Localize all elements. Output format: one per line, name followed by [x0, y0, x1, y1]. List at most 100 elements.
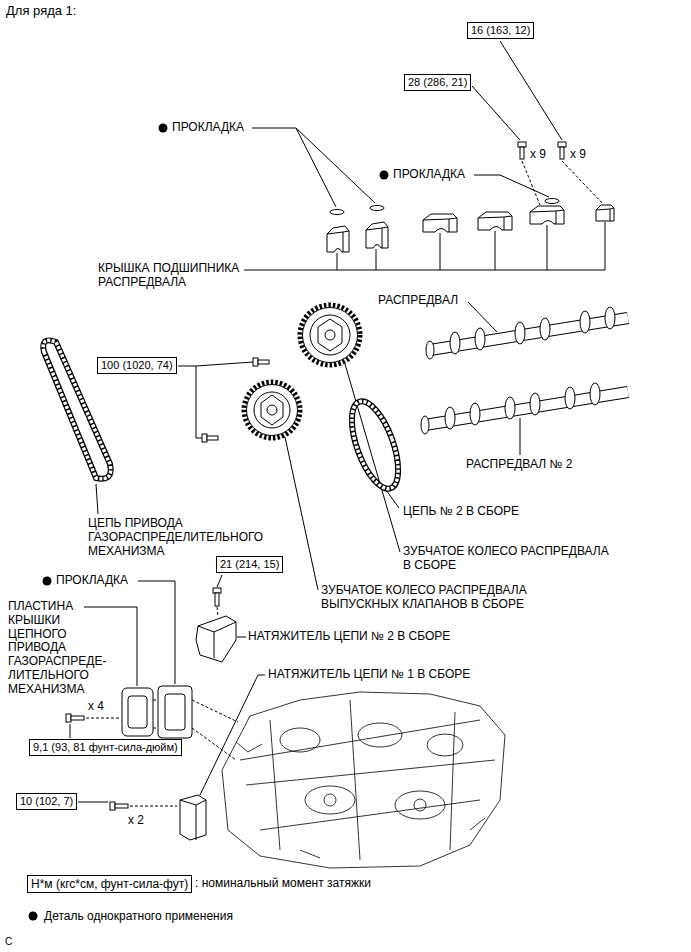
part-name: РАСПРЕДВАЛ	[378, 294, 458, 308]
chain-no2	[342, 396, 407, 495]
leader-line	[468, 302, 497, 332]
leader-line	[70, 41, 605, 802]
part-name: ЗУБЧАТОЕ КОЛЕСО РАСПРЕДВАЛА В СБОРЕ	[403, 545, 617, 573]
exhaust-camshaft-sprocket	[267, 405, 277, 415]
camshaft	[450, 332, 460, 354]
bolt	[258, 360, 269, 364]
chain-tensioner-no2	[196, 616, 236, 662]
quantity: x 2	[128, 814, 144, 828]
camshaft	[470, 403, 480, 425]
leader-line	[500, 41, 562, 140]
gasket	[330, 210, 344, 215]
once-only-bullet	[159, 124, 168, 133]
part-name: РАСПРЕДВАЛ № 2	[466, 458, 572, 472]
torque-value: 21 (214, 15)	[220, 558, 279, 570]
bolt	[110, 802, 115, 810]
torque-value: 28 (286, 21)	[408, 76, 467, 88]
cylinder-head	[414, 799, 426, 811]
leader-line	[520, 418, 521, 455]
leader-line	[285, 437, 318, 590]
torque-value: 16 (163, 12)	[471, 24, 530, 36]
part-name: ПРОКЛАДКА	[172, 121, 244, 135]
torque-box: 16 (163, 12)	[467, 22, 534, 39]
part-name: ПРОКЛАДКА	[393, 168, 465, 182]
dashed-line	[522, 161, 540, 205]
cylinder-head	[395, 791, 445, 819]
gasket	[370, 206, 384, 211]
leader-line	[178, 362, 253, 438]
camshaft	[530, 393, 540, 415]
cylinder-head	[427, 734, 463, 756]
camshaft-bearing-cap	[478, 212, 512, 230]
exhaust-camshaft-sprocket	[254, 392, 290, 428]
camshaft-bearing-cap	[478, 216, 512, 230]
camshaft-bearing-cap	[478, 212, 512, 230]
torque-value: 10 (102, 7)	[20, 795, 73, 807]
bolt	[66, 142, 566, 810]
dashed-line	[562, 161, 603, 204]
camshaft	[540, 318, 550, 340]
part-name: ЦЕПЬ ПРИВОДА ГАЗОРАСПРЕДЕЛИТЕЛЬНОГО МЕХА…	[88, 517, 283, 558]
cylinder-head	[240, 700, 495, 860]
camshaft-bearing-cap	[530, 206, 564, 224]
part-name: НАТЯЖИТЕЛЬ ЦЕПИ № 2 В СБОРЕ	[248, 630, 450, 644]
leader-line	[78, 802, 108, 803]
once-only-bullet	[43, 124, 389, 586]
torque-box: 21 (214, 15)	[216, 556, 283, 573]
leader-line	[70, 724, 71, 738]
leader-line	[474, 175, 549, 197]
part-name: ЗУБЧАТОЕ КОЛЕСО РАСПРЕДВАЛА ВЫПУСКНЫХ КЛ…	[321, 584, 535, 612]
camshaft-sprocket	[325, 330, 335, 340]
part-name: НАТЯЖИТЕЛЬ ЦЕПИ № 1 В СБОРЕ	[268, 668, 470, 682]
bolt	[207, 436, 218, 440]
torque-legend-box: Н*м (кгс*см, фунт-сила-фут)	[27, 875, 192, 893]
leader-line	[200, 675, 265, 795]
cylinder-head	[236, 742, 485, 858]
quantity: x 9	[530, 148, 546, 162]
bolt	[66, 714, 71, 722]
bolt	[518, 142, 526, 147]
legend-row: Деталь однократного применения	[28, 910, 233, 924]
cover-plate	[122, 688, 153, 736]
camshaft	[515, 322, 525, 344]
camshaft	[565, 387, 575, 409]
dashed-line	[217, 607, 218, 616]
gasket	[545, 199, 559, 204]
part-name: ЦЕПЬ № 2 В СБОРЕ	[403, 505, 519, 519]
leader-line	[252, 128, 375, 207]
camshaft-sprocket	[303, 308, 358, 363]
camshaft-bearing-cap	[596, 205, 614, 221]
camshaft-bearing-cap	[423, 214, 457, 232]
camshaft-bearing-cap	[366, 227, 388, 248]
legend-bullet	[29, 912, 38, 921]
bolt	[558, 142, 566, 147]
camshaft-bearing-cap	[327, 205, 614, 252]
camshaft	[605, 307, 615, 329]
quantity: x 9	[570, 148, 586, 162]
cylinder-head	[358, 723, 402, 747]
cover-gasket	[158, 686, 192, 738]
bolt	[560, 147, 564, 159]
bolt	[213, 588, 221, 593]
chain-tensioner-no2	[196, 616, 236, 662]
part-name: ПЛАСТИНА КРЫШКИ ЦЕПНОГО ПРИВОДА ГАЗОРАСП…	[8, 600, 114, 697]
dashed-line	[86, 718, 121, 719]
torque-box: 9,1 (93, 81 фунт-сила-дюйм)	[29, 739, 182, 756]
cylinder-head	[280, 728, 320, 752]
chain-tensioner-no1	[180, 800, 206, 840]
leader-line	[237, 637, 246, 638]
camshaft-bearing-cap	[366, 222, 388, 248]
cover-gasket	[165, 694, 185, 730]
leader-line	[138, 581, 175, 684]
part-name: ПРОКЛАДКА	[56, 574, 128, 588]
bolt	[215, 593, 219, 606]
cover-plate	[122, 688, 153, 736]
torque-box: 28 (286, 21)	[404, 74, 471, 91]
bolt	[202, 434, 207, 442]
bolt	[520, 147, 524, 159]
leader-line	[96, 484, 98, 514]
camshaft-sprocket	[300, 305, 360, 365]
camshaft-bearing-cap	[530, 210, 564, 224]
